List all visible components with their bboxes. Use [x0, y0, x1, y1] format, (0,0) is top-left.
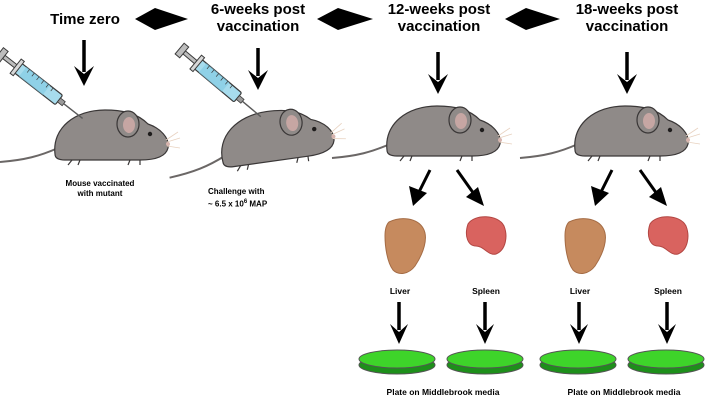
mouse-challenged — [161, 100, 350, 182]
label-spleen-12: Spleen — [472, 286, 500, 296]
caption-challenge-dose: ~ 6.5 x 10 — [208, 199, 244, 209]
plate-liver-18 — [539, 349, 617, 375]
arrow-to-liver-18 — [591, 169, 614, 206]
stage-title-6-weeks-line2: vaccination — [216, 18, 300, 35]
stage-title-time-zero: Time zero — [50, 11, 120, 28]
mouse-18-weeks — [519, 105, 701, 162]
syringe-challenge — [173, 40, 268, 125]
arrow-spleen-plate-12 — [476, 302, 494, 344]
label-liver-12: Liver — [389, 286, 411, 296]
spleen-18-weeks — [647, 216, 689, 255]
mouse-vaccinated — [0, 109, 181, 166]
label-plate-18: Plate on Middlebrook media — [567, 387, 681, 397]
liver-18-weeks — [564, 218, 606, 274]
label-spleen-18: Spleen — [654, 286, 682, 296]
label-plate-12: Plate on Middlebrook media — [386, 387, 500, 397]
spleen-12-weeks — [465, 216, 507, 255]
stage-title-18-weeks: 18-weeks post vaccination — [560, 1, 694, 35]
plate-spleen-12 — [446, 349, 524, 375]
mouse-12-weeks — [331, 105, 513, 162]
plate-liver-12 — [358, 349, 436, 375]
caption-challenge-unit: MAP — [247, 199, 268, 209]
stage-title-12-weeks: 12-weeks post vaccination — [372, 1, 506, 35]
caption-vaccinated-line2: with mutant — [77, 189, 123, 198]
caption-challenge: Challenge with ~ 6.5 x 106 MAP — [208, 187, 318, 210]
syringe-vaccination — [0, 45, 89, 127]
arrow-liver-plate-18 — [570, 302, 588, 344]
down-arrow-stage-1 — [74, 40, 94, 86]
stage-arrow-3 — [505, 8, 560, 30]
down-arrow-stage-4 — [617, 52, 637, 94]
stage-title-18-weeks-line1: 18-weeks post — [575, 1, 679, 18]
arrow-liver-plate-12 — [390, 302, 408, 344]
stage-title-6-weeks: 6-weeks post vaccination — [193, 1, 323, 35]
stage-title-18-weeks-line2: vaccination — [585, 18, 669, 35]
arrow-spleen-plate-18 — [658, 302, 676, 344]
stage-title-6-weeks-line1: 6-weeks post — [210, 1, 306, 18]
caption-vaccinated: Mouse vaccinated with mutant — [40, 179, 160, 199]
label-liver-18: Liver — [569, 286, 591, 296]
down-arrow-stage-3 — [428, 52, 448, 94]
plate-spleen-18 — [627, 349, 705, 375]
arrow-to-spleen-12 — [455, 169, 484, 206]
caption-challenge-line1: Challenge with — [208, 187, 265, 196]
liver-12-weeks — [384, 218, 426, 274]
stage-title-12-weeks-line1: 12-weeks post — [387, 1, 491, 18]
caption-vaccinated-line1: Mouse vaccinated — [65, 179, 135, 188]
down-arrow-stage-2 — [248, 48, 268, 90]
stage-title-12-weeks-line2: vaccination — [397, 18, 481, 35]
stage-arrow-1 — [135, 8, 188, 30]
arrow-to-spleen-18 — [638, 169, 667, 206]
stage-arrow-2 — [317, 8, 373, 30]
caption-challenge-exponent: 6 — [243, 199, 248, 205]
caption-challenge-line2: ~ 6.5 x 106 MAP — [208, 197, 318, 210]
arrow-to-liver-12 — [409, 169, 432, 206]
